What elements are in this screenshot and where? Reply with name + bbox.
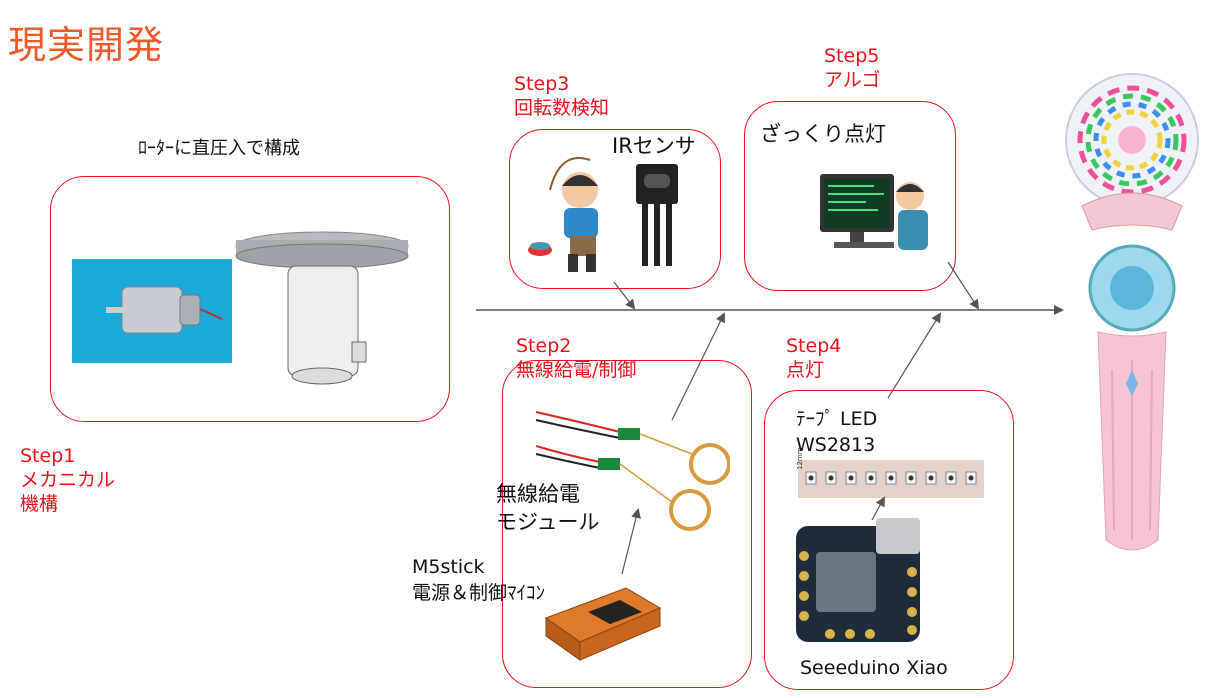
led-scale-label: 12mm xyxy=(796,447,804,470)
step1-box xyxy=(50,176,450,422)
spinning-top-kid-illustration xyxy=(520,150,630,280)
programmer-illustration xyxy=(814,170,940,262)
rough-lighting-label: ざっくり点灯 xyxy=(760,122,886,146)
wireless-module-label: 無線給電モジュール xyxy=(496,482,600,534)
rotor-assembly-render xyxy=(232,222,412,392)
seeeduino-label: Seeeduino Xiao xyxy=(800,657,948,679)
step2-box xyxy=(502,360,752,688)
motor-caption: ﾛｰﾀｰに直圧入で構成 xyxy=(138,138,300,159)
step4-arrow xyxy=(887,312,942,399)
coil-module-photo xyxy=(530,392,731,532)
dc-motor-photo xyxy=(72,259,232,363)
ir-sensor-label: IRセンサ xyxy=(612,134,696,158)
seeeduino-board-photo xyxy=(790,516,928,646)
led-strip-photo xyxy=(798,460,984,498)
page-title: 現実開発 xyxy=(8,23,165,67)
step5-box xyxy=(744,101,956,291)
magic-wand-photo xyxy=(1052,70,1212,570)
ir-sensor-icon xyxy=(632,160,682,270)
m5stick-render xyxy=(536,578,666,668)
